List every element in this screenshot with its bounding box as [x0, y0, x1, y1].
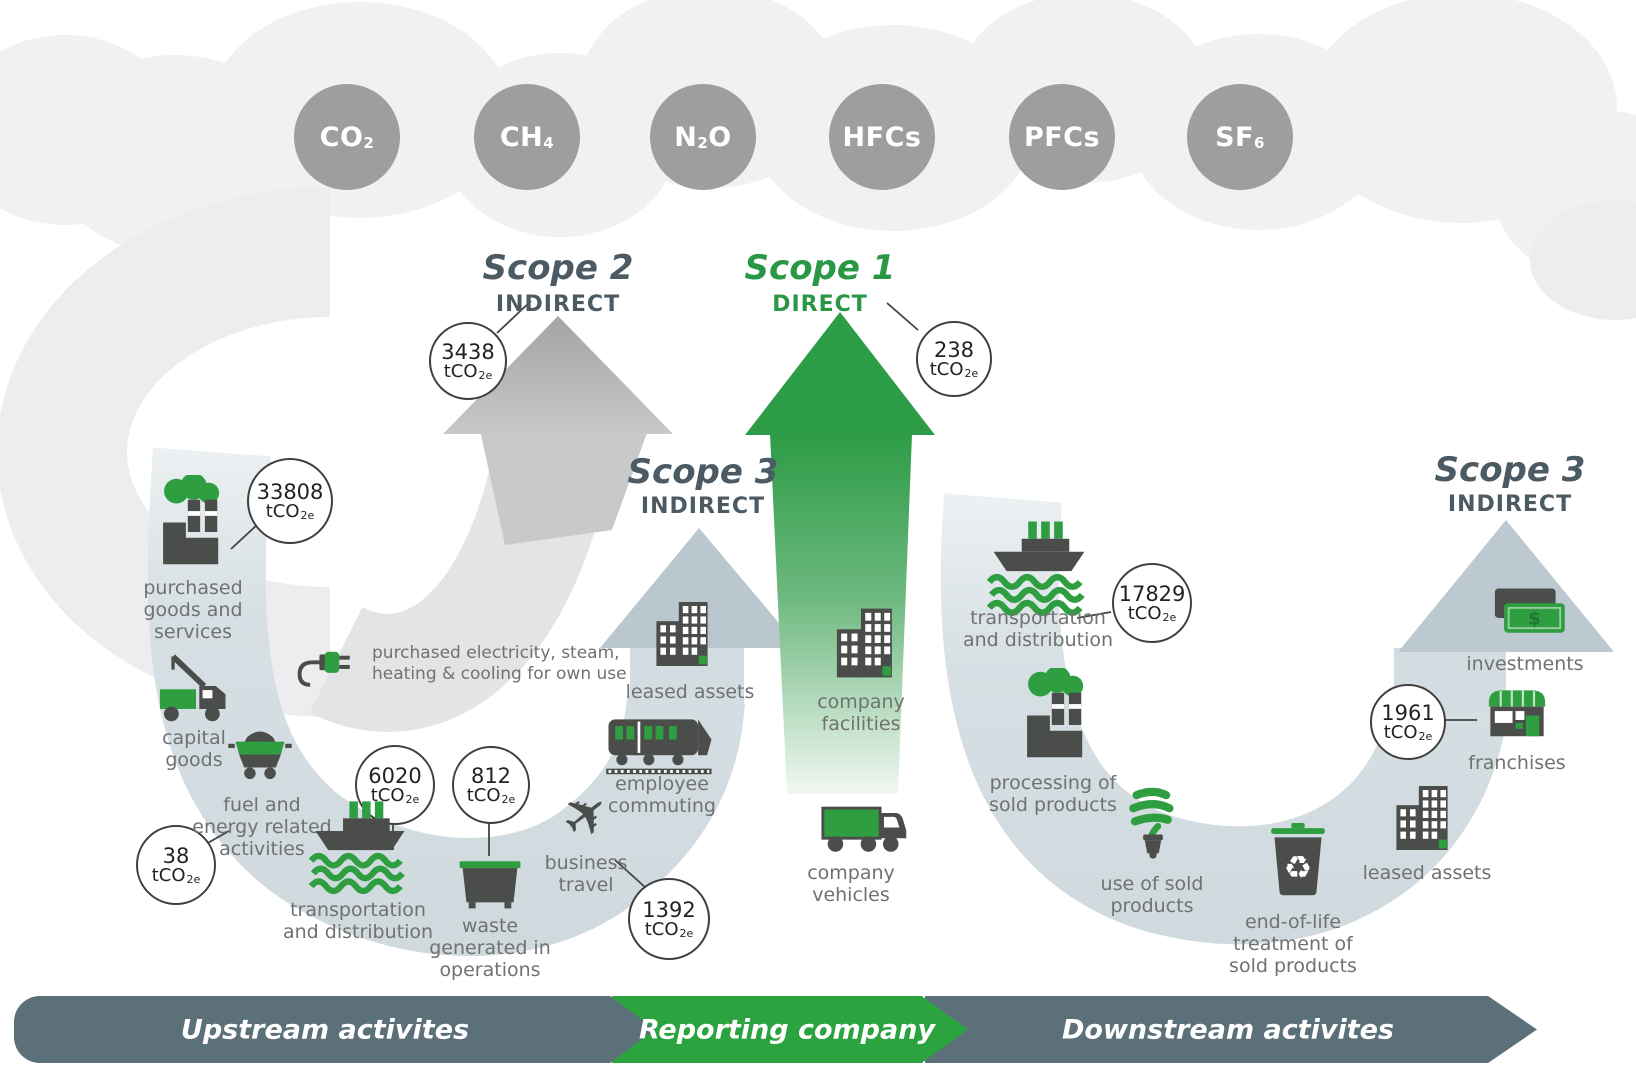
scope1-type: DIRECT — [772, 292, 868, 317]
scope2-type: INDIRECT — [495, 292, 621, 317]
leased-assets-downstream-label: leased assets — [1362, 862, 1492, 884]
business-travel-emissions-badge: 1392 tCO2e — [628, 878, 710, 960]
scope2-title: Scope 2 — [482, 248, 634, 288]
upstream-bar-segment — [14, 996, 655, 1063]
end-of-life-label: end-of-life treatment of sold products — [1229, 911, 1357, 978]
plug-icon — [293, 628, 359, 694]
franchises-label: franchises — [1468, 752, 1566, 774]
downstream-bar-label: Downstream activites — [1061, 1014, 1395, 1046]
processing-sold-products-label: processing of sold products — [989, 772, 1117, 817]
dumpster-icon — [452, 840, 528, 916]
scope3-upstream-type: INDIRECT — [640, 494, 766, 519]
scope3-downstream-type: INDIRECT — [1447, 492, 1573, 517]
scope2-arrowhead — [443, 316, 673, 434]
upstream-band-arrowhead — [600, 528, 800, 648]
use-of-sold-products-item — [1112, 782, 1194, 864]
end-of-life-item — [1256, 818, 1340, 902]
cfl-bulb-icon — [1112, 782, 1194, 864]
business-travel-label: business travel — [544, 852, 628, 897]
gas-circle-hfcs: HFCs — [829, 84, 935, 190]
fuel-energy-label: fuel and energy related activities — [192, 794, 332, 861]
scope1-arrow — [745, 312, 935, 794]
use-of-sold-products-label: use of sold products — [1100, 873, 1204, 918]
franchises-item — [1480, 680, 1554, 754]
reporting-company-bar-segment — [612, 996, 968, 1063]
purchased-goods-label: purchased goods and services — [143, 577, 243, 644]
upstream-band — [147, 447, 800, 956]
investments-item — [1482, 572, 1574, 664]
processing-sold-products-item — [1010, 668, 1105, 763]
fuel-energy-item — [224, 720, 296, 792]
upstream-bar-label: Upstream activites — [180, 1014, 470, 1046]
waste-emissions-badge: 812 tCO2e — [452, 746, 530, 824]
ship-icon — [307, 795, 413, 901]
factory-icon — [1010, 668, 1105, 763]
scope3-downstream-title: Scope 3 — [1434, 450, 1586, 490]
employee-commuting-label: employee commuting — [608, 773, 716, 818]
scope2-arrow-shaft — [480, 430, 648, 545]
transport-upstream-label: transportation and distribution — [282, 899, 434, 944]
leased-assets-upstream-item — [650, 594, 730, 674]
company-vehicles-label: company vehicles — [807, 862, 895, 907]
banknotes-icon — [1482, 572, 1574, 664]
buildings-icon — [650, 594, 730, 674]
badge-connector-lines — [205, 300, 1477, 889]
gas-circle-pfcs: PFCs — [1009, 84, 1115, 190]
waste-item — [452, 840, 528, 916]
purchased-electricity-label: purchased electricity, steam, heating & … — [372, 643, 627, 685]
franchises-emissions-badge: 1961 tCO2e — [1370, 684, 1446, 760]
reporting-company-bar-label: Reporting company — [638, 1014, 936, 1046]
transport-downstream-emissions-badge: 17829 tCO2e — [1112, 563, 1192, 643]
scope2-emissions-badge: 3438 tCO2e — [429, 322, 507, 400]
scope3-upstream-title: Scope 3 — [627, 452, 779, 492]
factory-icon — [146, 475, 241, 570]
transport-upstream-item — [307, 795, 413, 901]
transport-downstream-label: transportation and distribution — [962, 607, 1114, 652]
downstream-bar-segment — [925, 996, 1537, 1063]
gas-label: CO — [319, 121, 364, 153]
storefront-icon — [1480, 680, 1554, 754]
capital-goods-label: capital goods — [162, 727, 226, 772]
scope1-title: Scope 1 — [744, 248, 896, 288]
capital-goods-item — [155, 645, 237, 727]
investments-label: investments — [1466, 653, 1584, 675]
company-facilities-item — [830, 600, 916, 686]
leased-assets-upstream-label: leased assets — [625, 681, 755, 703]
purchased-goods-emissions-badge: 33808 tCO2e — [247, 458, 333, 544]
purchased-electricity-item — [293, 628, 359, 694]
crane-truck-icon — [155, 645, 237, 727]
leased-assets-downstream-item — [1390, 778, 1470, 858]
scope1-emissions-badge: 238 tCO2e — [916, 321, 992, 397]
mine-cart-icon — [224, 720, 296, 792]
company-facilities-label: company facilities — [817, 691, 905, 736]
trash-recycle-icon — [1256, 818, 1340, 902]
buildings-icon — [1390, 778, 1470, 858]
fuel-energy-emissions-badge: 38 tCO2e — [136, 825, 216, 905]
purchased-goods-item — [146, 475, 241, 570]
waste-label: waste generated in operations — [429, 915, 551, 982]
buildings-icon — [830, 600, 916, 686]
